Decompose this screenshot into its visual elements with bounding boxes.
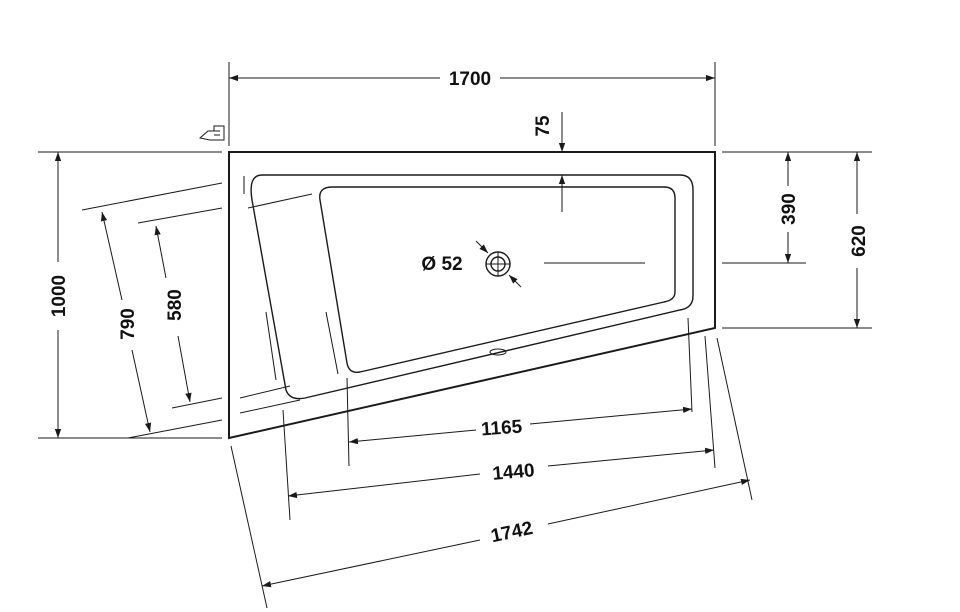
bottom-length-label: 1440	[492, 460, 536, 485]
dimension-short-side	[722, 152, 872, 329]
pointing-hand-icon	[198, 125, 225, 141]
dimension-inner-slant	[137, 207, 223, 409]
bathtub-inner-rim	[250, 174, 694, 400]
total-width-label: 1000	[49, 275, 70, 317]
rim-offset-label: 75	[533, 115, 554, 137]
drain-offset-label: 390	[779, 193, 800, 225]
outer-slant-label: 790	[118, 308, 139, 340]
diagonal-length-label: 1742	[489, 518, 535, 547]
bathtub-outer-rim	[228, 151, 716, 440]
construction-lines	[239, 176, 645, 414]
bathtub-basin	[319, 186, 676, 373]
total-length-label: 1700	[449, 69, 491, 90]
overflow-marker	[489, 348, 507, 356]
dimension-diagonal-length	[230, 337, 753, 609]
dimension-inner-length	[346, 317, 693, 467]
drain-outlet-icon	[475, 240, 522, 288]
dimension-bottom-length	[282, 335, 716, 521]
inner-length-label: 1165	[480, 417, 523, 441]
short-side-label: 620	[849, 225, 870, 257]
dimension-outer-slant	[81, 182, 223, 439]
inner-slant-label: 580	[165, 289, 186, 321]
dimension-drain-offset	[722, 151, 872, 264]
drain-diameter-label: Ø 52	[421, 254, 462, 275]
dimension-total-length	[228, 62, 716, 146]
